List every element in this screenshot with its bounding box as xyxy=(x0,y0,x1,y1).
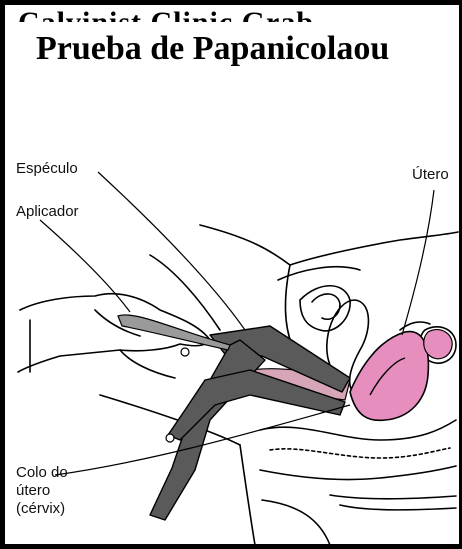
label-cervix-line3: (cérvix) xyxy=(16,500,65,517)
label-speculum: Espéculo xyxy=(16,160,78,177)
bladder xyxy=(300,286,350,331)
leader-uterus xyxy=(402,190,434,335)
uterus-shape xyxy=(350,332,428,421)
label-cervix-line1: Colo do xyxy=(16,464,68,481)
label-uterus: Útero xyxy=(412,166,449,183)
label-applicator: Aplicador xyxy=(16,203,79,220)
leader-speculum xyxy=(98,172,245,330)
speculum-instrument xyxy=(150,326,350,520)
body-outline xyxy=(200,225,458,265)
leader-applicator xyxy=(40,220,130,312)
intestine xyxy=(260,420,456,440)
ovary-fill xyxy=(424,330,452,359)
label-cervix-line2: útero xyxy=(16,482,50,499)
